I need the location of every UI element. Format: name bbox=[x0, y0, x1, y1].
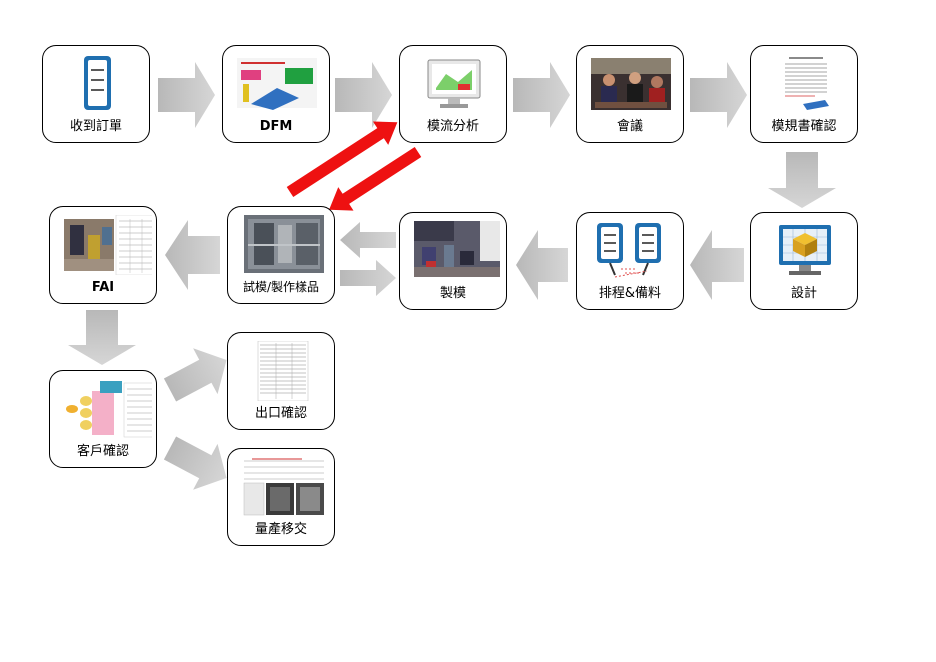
fai-photo-and-report bbox=[64, 215, 152, 275]
arrow-meeting-to-spec bbox=[690, 62, 747, 128]
arrow-mold-to-trial bbox=[340, 222, 396, 258]
handover-thumbnail bbox=[242, 457, 324, 517]
node-label: 模規書確認 bbox=[771, 119, 837, 134]
node-flow-analysis: 模流分析 bbox=[399, 45, 507, 143]
node-label: DFM bbox=[259, 119, 293, 134]
node-receive-order: 收到訂單 bbox=[42, 45, 150, 143]
node-trial-sample: 試模/製作樣品 bbox=[227, 206, 335, 304]
workshop-photo bbox=[414, 221, 500, 277]
spec-document-thumbnail bbox=[781, 54, 831, 114]
machine-photo bbox=[244, 215, 324, 273]
node-label: 設計 bbox=[790, 286, 817, 301]
document-icon bbox=[84, 56, 111, 110]
arrow-order-to-dfm bbox=[158, 62, 215, 128]
node-label: 試模/製作樣品 bbox=[242, 280, 320, 294]
node-scheduling: 排程&備料 bbox=[576, 212, 684, 310]
schedule-documents-icon bbox=[597, 223, 661, 278]
node-customer-confirm: 客戶確認 bbox=[49, 370, 157, 468]
monitor-cube-icon bbox=[779, 225, 831, 275]
meeting-photo bbox=[591, 58, 671, 110]
arrow-trial-to-fai bbox=[165, 220, 220, 290]
node-fai: FAI bbox=[49, 206, 157, 304]
node-design: 設計 bbox=[750, 212, 858, 310]
node-label: FAI bbox=[91, 280, 115, 295]
dfm-report-thumbnail bbox=[237, 58, 317, 110]
arrow-trial-to-mold bbox=[340, 260, 396, 296]
node-spec-confirm: 模規書確認 bbox=[750, 45, 858, 143]
node-meeting: 會議 bbox=[576, 45, 684, 143]
node-mold-making: 製模 bbox=[399, 212, 507, 310]
arrow-design-to-schedule bbox=[690, 230, 744, 300]
node-dfm: DFM bbox=[222, 45, 330, 143]
arrow-spec-to-design bbox=[768, 152, 836, 208]
node-label: 排程&備料 bbox=[598, 286, 662, 301]
export-form-thumbnail bbox=[257, 341, 309, 401]
arrow-customer-to-mass bbox=[163, 436, 227, 490]
arrow-dfm-to-flow bbox=[335, 62, 392, 128]
node-label: 收到訂單 bbox=[69, 119, 122, 134]
arrow-flow-to-meeting bbox=[513, 62, 570, 128]
node-label: 出口確認 bbox=[254, 406, 307, 421]
node-label: 客戶確認 bbox=[76, 444, 129, 459]
node-label: 會議 bbox=[616, 119, 643, 134]
red-arrow-flow-to-trial bbox=[329, 146, 422, 211]
node-mass-production: 量產移交 bbox=[227, 448, 335, 546]
arrow-schedule-to-mold bbox=[516, 230, 568, 300]
red-arrow-trial-to-flow bbox=[286, 121, 398, 198]
customer-review-thumbnail bbox=[66, 381, 152, 438]
arrow-customer-to-export bbox=[163, 348, 227, 402]
node-label: 模流分析 bbox=[426, 119, 479, 134]
monitor-chart-icon bbox=[427, 59, 481, 108]
arrow-fai-to-customer bbox=[68, 310, 136, 365]
node-label: 量產移交 bbox=[254, 522, 307, 537]
node-label: 製模 bbox=[439, 286, 466, 301]
node-export-confirm: 出口確認 bbox=[227, 332, 335, 430]
